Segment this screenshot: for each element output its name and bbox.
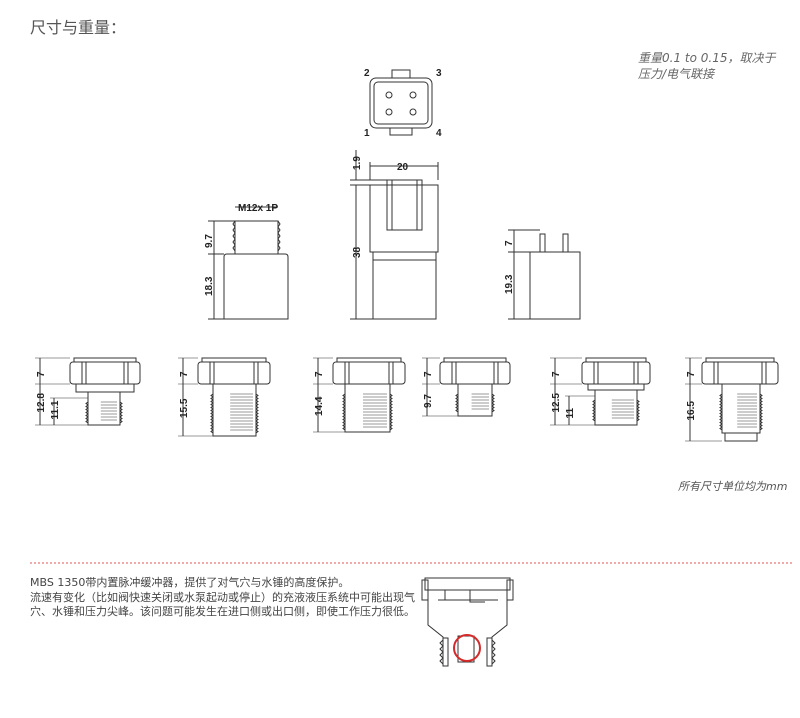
fitting-dim-label: 12.5 [551, 393, 562, 413]
fitting-dim-label: 9.7 [423, 394, 434, 408]
dim-height: 38 [352, 246, 363, 258]
section-divider [30, 562, 792, 564]
fitting-dim-label: 7 [314, 371, 325, 377]
description: MBS 1350带内置脉冲缓冲器，提供了对气穴与水锤的高度保护。 流速有变化（比… [30, 576, 420, 620]
connector-top-view: 2 3 1 4 [364, 68, 442, 139]
fitting-dim-label: 7 [551, 371, 562, 377]
pin-connector-drawing: 7 19.3 [504, 229, 581, 320]
units-note: 所有尺寸单位均为mm [678, 480, 788, 493]
page-title: 尺寸与重量： [30, 18, 127, 37]
weight-note: 重量0.1 to 0.15，取决于 压力/电气联接 [638, 50, 788, 82]
weight-note-line1: 重量0.1 to 0.15，取决于 [638, 51, 776, 65]
fitting-dim-label: 14.4 [314, 396, 325, 416]
din-connector-drawing: 20 1.9 38 [350, 150, 439, 320]
dim-pin-height: 7 [504, 240, 515, 246]
pin-label-3: 3 [436, 68, 442, 79]
fitting-drawing: 716.5 [685, 357, 779, 442]
fitting-dim-label: 11 [565, 407, 576, 418]
m12-connector-drawing: M12x 1P 9.7 18.3 [204, 203, 289, 320]
fitting-dim-label: 11.1 [50, 400, 61, 419]
fitting-dim-label: 7 [36, 371, 47, 377]
dim-width: 20 [397, 162, 409, 173]
pulse-snubber-cutaway [421, 577, 514, 667]
pin-label-4: 4 [436, 128, 442, 139]
fitting-drawing: 714.4 [313, 357, 406, 433]
fitting-dim-label: 7 [686, 371, 697, 377]
fitting-drawing: 79.7 [422, 357, 511, 417]
description-line1: MBS 1350带内置脉冲缓冲器，提供了对气穴与水锤的高度保护。 [30, 576, 350, 589]
thread-label: M12x 1P [238, 203, 278, 214]
dim-top: 1.9 [352, 156, 363, 170]
fitting-drawing: 715.5 [178, 357, 271, 437]
weight-note-line2: 压力/电气联接 [638, 67, 715, 81]
fitting-drawing: 7 12.511 [550, 357, 651, 426]
description-line2: 流速有变化（比如阀快速关闭或水泵起动或停止）的充液液压系统中可能出现气穴、水锤和… [30, 590, 415, 619]
fitting-dim-label: 7 [423, 371, 434, 377]
fitting-dim-label: 7 [179, 371, 190, 377]
fitting-dim-label: 12.8 [36, 393, 47, 413]
fitting-dim-label: 16.5 [686, 401, 697, 421]
fitting-dim-label: 15.5 [179, 398, 190, 418]
dim-body-height: 19.3 [504, 274, 515, 294]
snubber-highlight-circle [453, 634, 481, 662]
pin-label-2: 2 [364, 68, 370, 79]
pin-label-1: 1 [364, 128, 370, 139]
dim-thread-height: 9.7 [204, 234, 215, 248]
dim-body-height: 18.3 [204, 276, 215, 296]
